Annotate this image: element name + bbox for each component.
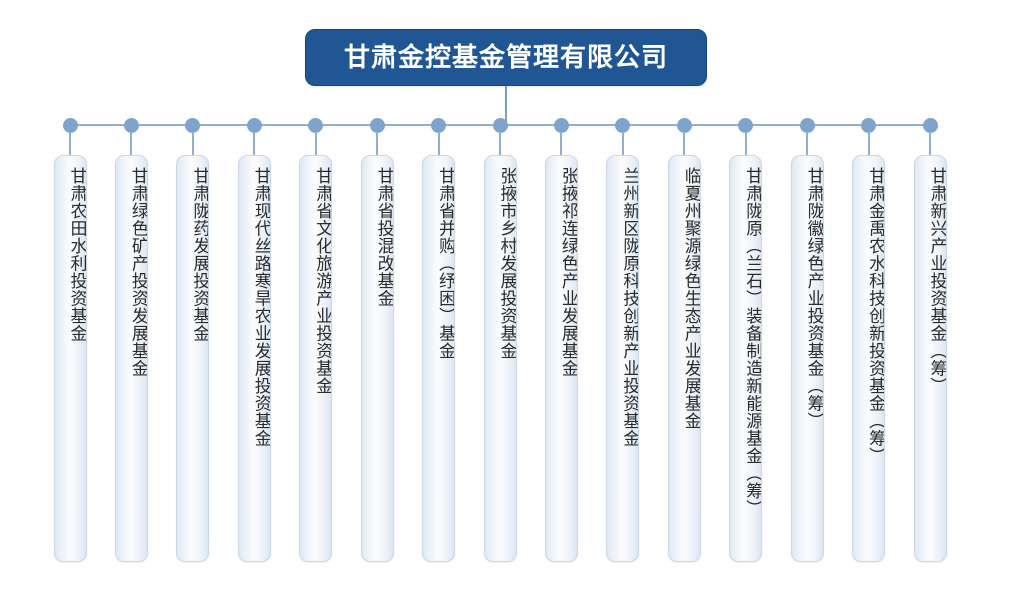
fund-node[interactable]: 甘肃陇药发展投资基金 bbox=[176, 155, 210, 562]
branch-dot-6 bbox=[369, 118, 385, 133]
branch-connector-7 bbox=[437, 132, 440, 156]
branch-dot-15 bbox=[922, 118, 938, 133]
fund-node-label: 甘肃省并购（纾困）基金 bbox=[435, 167, 456, 360]
branch-connector-11 bbox=[683, 132, 686, 156]
fund-node[interactable]: 甘肃农田水利投资基金 bbox=[53, 155, 87, 562]
fund-node-label: 张掖祁连绿色产业发展基金 bbox=[557, 167, 578, 377]
branch-dot-14 bbox=[861, 118, 877, 133]
branch-dot-7 bbox=[431, 118, 447, 133]
fund-node[interactable]: 张掖祁连绿色产业发展基金 bbox=[544, 155, 578, 562]
branch-dot-4 bbox=[246, 118, 262, 133]
fund-node-label: 甘肃陇原（兰石）装备制造新能源基金（筹） bbox=[742, 167, 763, 517]
fund-node-label: 张掖市乡村发展投资基金 bbox=[496, 167, 517, 360]
root-node-company[interactable]: 甘肃金控基金管理有限公司 bbox=[305, 29, 707, 86]
fund-node-label: 甘肃绿色矿产投资发展基金 bbox=[127, 167, 148, 377]
fund-node[interactable]: 甘肃陇徽绿色产业投资基金（筹） bbox=[790, 155, 824, 562]
branch-connector-15 bbox=[929, 132, 931, 156]
fund-node[interactable]: 甘肃省并购（纾困）基金 bbox=[422, 155, 456, 562]
branch-connector-13 bbox=[806, 132, 809, 156]
branch-dot-8 bbox=[492, 118, 508, 133]
fund-node-label: 甘肃新兴产业投资基金（筹） bbox=[926, 167, 947, 395]
fund-node-label: 甘肃陇药发展投资基金 bbox=[189, 167, 210, 342]
fund-node-label: 甘肃现代丝路寒旱农业发展投资基金 bbox=[250, 167, 271, 447]
branch-dot-5 bbox=[308, 118, 324, 133]
branch-dot-11 bbox=[676, 118, 692, 133]
branch-dot-1 bbox=[62, 118, 78, 133]
branch-connector-3 bbox=[191, 132, 194, 156]
fund-node-label: 兰州新区陇原科技创新产业投资基金 bbox=[619, 167, 640, 447]
branch-connector-10 bbox=[621, 132, 624, 156]
fund-node-label: 甘肃金禹农水科技创新投资基金（筹） bbox=[865, 167, 886, 465]
fund-node-label: 临夏州聚源绿色生态产业发展基金 bbox=[680, 167, 701, 430]
fund-node[interactable]: 甘肃省投混改基金 bbox=[360, 155, 394, 562]
fund-node[interactable]: 临夏州聚源绿色生态产业发展基金 bbox=[667, 155, 701, 562]
branch-connector-14 bbox=[867, 132, 870, 156]
branch-connector-12 bbox=[744, 132, 747, 156]
root-node-label: 甘肃金控基金管理有限公司 bbox=[343, 42, 668, 73]
branch-connector-9 bbox=[560, 132, 563, 156]
branch-connector-5 bbox=[314, 132, 317, 156]
fund-node[interactable]: 甘肃省文化旅游产业投资基金 bbox=[299, 155, 333, 562]
fund-node-label: 甘肃陇徽绿色产业投资基金（筹） bbox=[803, 167, 824, 430]
fund-node[interactable]: 兰州新区陇原科技创新产业投资基金 bbox=[606, 155, 640, 562]
branch-dot-3 bbox=[185, 118, 201, 133]
branch-connector-1 bbox=[69, 132, 71, 156]
fund-node-label: 甘肃农田水利投资基金 bbox=[66, 167, 87, 342]
fund-node[interactable]: 甘肃新兴产业投资基金（筹） bbox=[913, 155, 947, 562]
branch-dot-10 bbox=[615, 118, 631, 133]
fund-node[interactable]: 甘肃绿色矿产投资发展基金 bbox=[114, 155, 148, 562]
fund-node[interactable]: 甘肃金禹农水科技创新投资基金（筹） bbox=[852, 155, 886, 562]
fund-node[interactable]: 甘肃现代丝路寒旱农业发展投资基金 bbox=[237, 155, 271, 562]
branch-dot-9 bbox=[553, 118, 569, 133]
branch-dot-13 bbox=[799, 118, 815, 133]
branch-connector-6 bbox=[376, 132, 379, 156]
root-stem-connector bbox=[505, 86, 507, 125]
fund-node-label: 甘肃省文化旅游产业投资基金 bbox=[312, 167, 333, 395]
branch-connector-8 bbox=[499, 132, 501, 156]
branch-dot-2 bbox=[123, 118, 139, 133]
fund-node[interactable]: 甘肃陇原（兰石）装备制造新能源基金（筹） bbox=[729, 155, 763, 562]
branch-connector-2 bbox=[130, 132, 133, 156]
fund-node-label: 甘肃省投混改基金 bbox=[373, 167, 394, 307]
fund-node[interactable]: 张掖市乡村发展投资基金 bbox=[483, 155, 517, 562]
branch-connector-4 bbox=[253, 132, 256, 156]
branch-dot-12 bbox=[738, 118, 754, 133]
